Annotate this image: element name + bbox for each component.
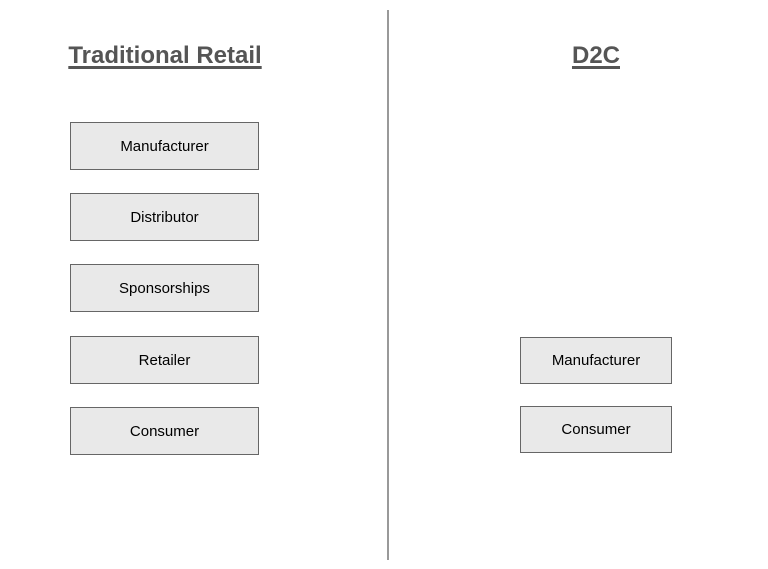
box-label: Distributor xyxy=(130,208,199,226)
box-label: Manufacturer xyxy=(551,352,641,369)
d2c-title: D2C xyxy=(571,42,620,69)
box-sponsorships: Sponsorships xyxy=(70,264,259,312)
box-d2c-manufacturer: Manufacturer xyxy=(520,337,672,384)
traditional-retail-title: Traditional Retail xyxy=(68,42,262,69)
divider-line xyxy=(387,10,389,560)
box-distributor: Distributor xyxy=(70,193,259,241)
box-label: Retailer xyxy=(138,351,191,369)
box-manufacturer: Manufacturer xyxy=(70,122,259,170)
box-retailer: Retailer xyxy=(70,336,259,384)
box-label: Consumer xyxy=(129,422,200,440)
box-d2c-consumer: Consumer xyxy=(520,406,672,453)
box-label: Consumer xyxy=(561,421,631,438)
box-label: Manufacturer xyxy=(120,137,209,155)
box-consumer: Consumer xyxy=(70,407,259,455)
box-label: Sponsorships xyxy=(119,279,210,297)
